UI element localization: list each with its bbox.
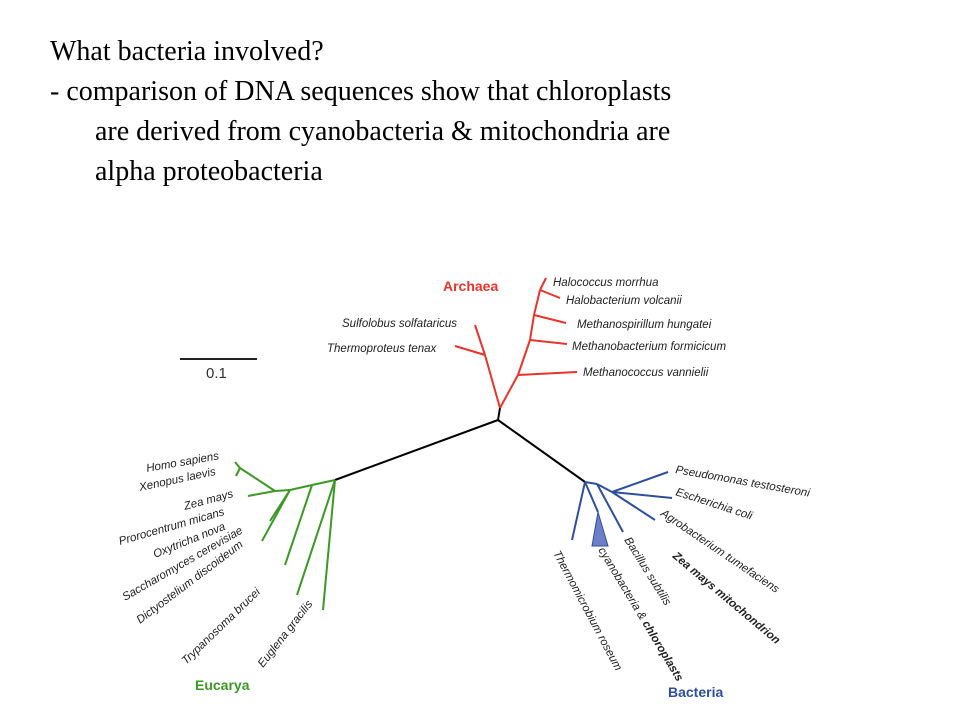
taxon-label: Halococcus morrhua — [553, 277, 658, 289]
taxon-label: Trypanosoma brucei — [180, 586, 263, 667]
taxon-label: Halobacterium volcanii — [566, 295, 682, 307]
taxon-label: Methanospirillum hungatei — [577, 319, 712, 331]
tree-trunk — [334, 407, 586, 483]
eucarya-branches — [234, 461, 336, 611]
taxon-label: Zea mays mitochondrion — [669, 549, 782, 646]
bullet-line-3: alpha proteobacteria — [95, 156, 323, 187]
bullet-line-2: are derived from cyanobacteria & mitocho… — [95, 116, 671, 147]
taxon-label: Euglena gracilis — [256, 598, 316, 670]
taxon-label: Escherichia coli — [674, 486, 754, 522]
taxon-label: Thermoproteus tenax — [327, 343, 438, 355]
cyanobacteria-clade-wedge — [591, 511, 609, 547]
bullet-line-1: - comparison of DNA sequences show that … — [50, 76, 672, 107]
domain-label-bacteria: Bacteria — [668, 684, 723, 700]
slide-text: What bacteria involved? - comparison of … — [50, 32, 930, 192]
taxon-label: Methanobacterium formicicum — [572, 341, 726, 353]
scale-bar: 0.1 — [180, 358, 257, 382]
archaea-labels: Halococcus morrhua Halobacterium volcani… — [327, 277, 726, 379]
slide-heading: What bacteria involved? — [50, 36, 324, 67]
bacteria-labels: Pseudomonas testosteroni Escherichia col… — [550, 464, 811, 700]
taxon-label-part: chloroplasts — [640, 619, 686, 684]
scale-bar-label: 0.1 — [206, 365, 227, 382]
domain-label-eucarya: Eucarya — [195, 677, 250, 693]
domain-label-archaea: Archaea — [443, 278, 498, 294]
eucarya-labels: Homo sapiens Xenopus laevis Zea mays Pro… — [118, 450, 316, 693]
taxon-label: Sulfolobus solfataricus — [342, 318, 457, 330]
archaea-branches — [454, 277, 578, 409]
bacteria-branches — [571, 471, 673, 541]
taxon-label: Methanococcus vannielii — [583, 367, 709, 379]
